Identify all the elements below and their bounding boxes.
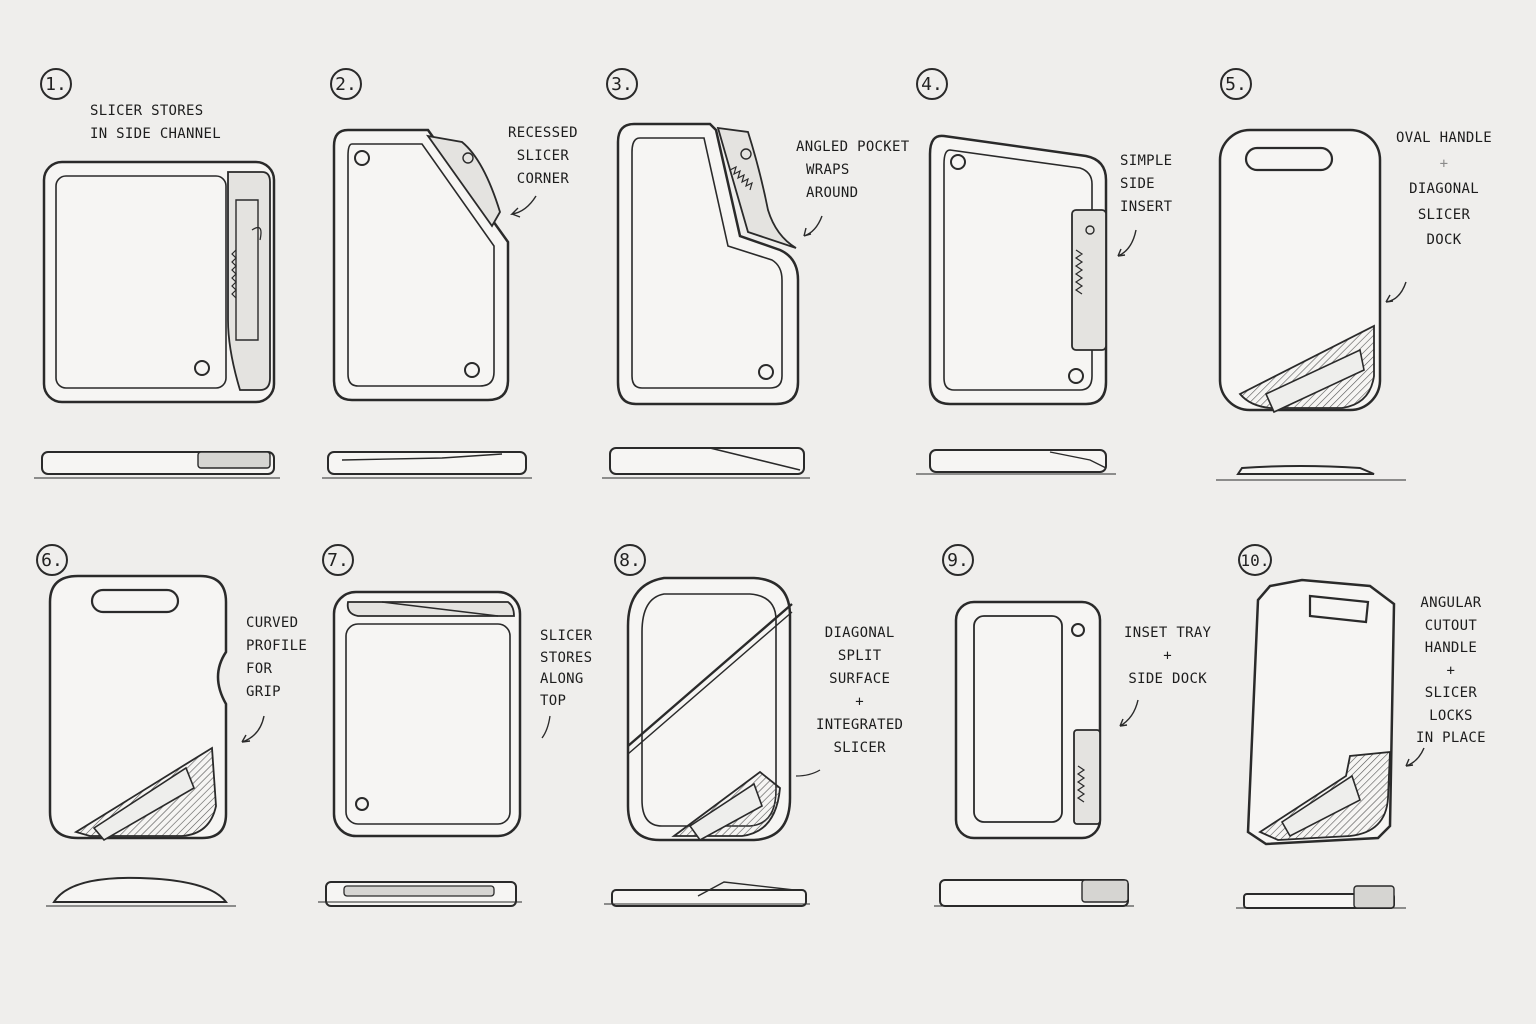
concept-number: 5. [1220,68,1252,100]
concept-6: 6. CURVED PROFILE FOR GRIP [30,536,330,1016]
concept-2: 2. RECESSED SLICER CORNER [322,60,622,540]
concept-number: 3. [606,68,638,100]
concept-note: OVAL HANDLE + DIAGONAL SLICER DOCK [1396,130,1493,248]
board-sketch [30,536,330,1016]
concept-note: CURVED PROFILE FOR GRIP [246,615,308,700]
board-sketch [934,536,1234,1016]
concept-note: SLICER STORES IN SIDE CHANNEL [90,103,221,142]
concept-4: 4. SIMPLE SIDE INSERT [910,60,1210,540]
board-sketch [910,60,1210,540]
board-sketch [30,60,330,540]
board-sketch [600,60,900,540]
concept-number: 2. [330,68,362,100]
concept-number: 9. [942,544,974,576]
concept-9: 9. INSET TRAY + SIDE DOCK [934,536,1234,1016]
concept-number: 1. [40,68,72,100]
concept-number: 10. [1238,544,1272,576]
concept-note: RECESSED SLICER CORNER [508,125,578,187]
concept-note: INSET TRAY + SIDE DOCK [1124,625,1212,687]
concept-note: DIAGONAL SPLIT SURFACE + INTEGRATED SLIC… [816,625,904,756]
concept-number: 8. [614,544,646,576]
concept-5: 5. OVAL HANDLE + DIAGONAL SLICER DOCK [1210,60,1510,540]
concept-note: ANGLED POCKET WRAPS AROUND [796,139,910,201]
board-sketch [1210,60,1510,540]
board-sketch [1230,536,1530,1016]
concept-1: 1. SLICER STORES IN SIDE CHANNEL [30,60,330,540]
concept-note: ANGULAR CUTOUT HANDLE + SLICER LOCKS IN … [1416,595,1486,746]
concept-7: 7. SLICER STORES ALONG TOP [318,536,618,1016]
board-sketch [322,60,622,540]
concept-note: SLICER STORES ALONG TOP [540,628,593,709]
concept-8: 8. DIAGONAL SPLIT SURFACE + INTEGRATED S… [604,536,904,1016]
concept-3: 3. ANGLED POCKET WRAPS AROUND [600,60,909,540]
concept-number: 4. [916,68,948,100]
concept-number: 7. [322,544,354,576]
concept-number: 6. [36,544,68,576]
concept-10: 10. ANGULAR CUTOUT HANDLE + SLICER LOCKS… [1230,536,1530,1016]
board-sketch [318,536,618,1016]
board-sketch [604,536,904,1016]
concept-note: SIMPLE SIDE INSERT [1120,153,1173,215]
